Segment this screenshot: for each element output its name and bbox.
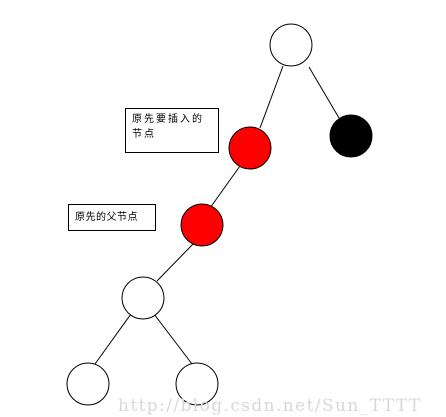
tree-node-right-leaf: [175, 362, 219, 406]
tree-node-grandchild: [121, 276, 165, 320]
tree-node-original-insert-node: [228, 126, 272, 170]
edge-original-parent-to-grandchild: [156, 242, 195, 282]
edge-root-to-black-uncle: [308, 66, 340, 119]
tree-node-root: [269, 23, 313, 67]
tree-node-left-leaf: [66, 362, 110, 406]
tree-node-original-parent: [180, 203, 224, 247]
edge-grandchild-to-left-leaf: [94, 313, 132, 365]
original-insert-node-label: 原先要插入的 节点: [125, 108, 219, 153]
watermark-url: http://blog.csdn.net/Sun_TTTT: [118, 396, 422, 416]
tree-node-black-uncle: [329, 114, 373, 158]
edge-root-to-original-insert-node: [259, 65, 284, 129]
original-parent-label: 原先的父节点: [68, 204, 156, 231]
edge-grandchild-to-right-leaf: [153, 313, 193, 365]
edge-original-insert-node-to-original-parent: [209, 165, 241, 209]
